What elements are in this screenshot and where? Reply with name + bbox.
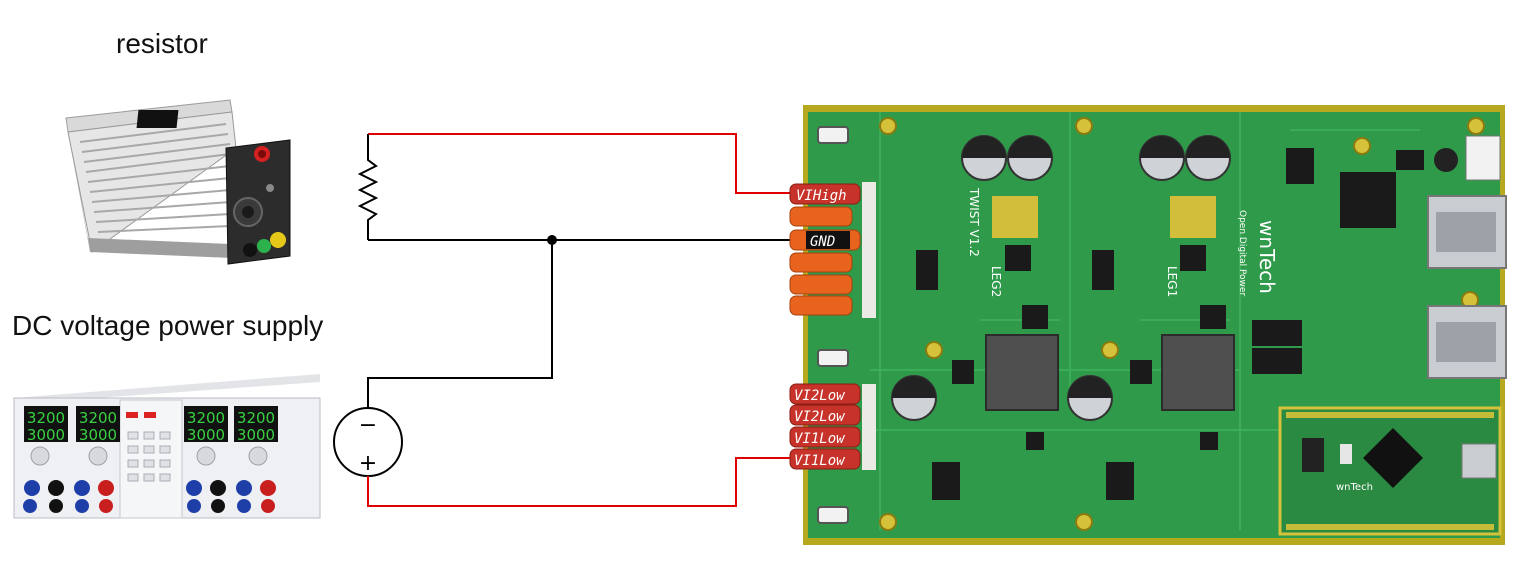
psu-display-4b: 3000 [237, 426, 275, 444]
source-plus: + [359, 451, 377, 476]
terminal-vi2low-a: VI2Low [794, 388, 845, 404]
psu-display-1b: 3000 [27, 426, 65, 444]
resistor-box [65, 99, 291, 265]
resistor-label: resistor [116, 28, 208, 59]
wire-gnd-source [367, 240, 553, 410]
terminal-vihigh: VIHigh [796, 188, 847, 204]
board-tagline: Open Digital Power [1237, 210, 1247, 296]
board-leg1: LEG1 [1165, 266, 1179, 297]
psu-display-3b: 3000 [187, 426, 225, 444]
terminal-gnd: GND [810, 234, 835, 250]
psu-display-3a: 3200 [187, 409, 225, 427]
board-version: TWIST V1.2 [967, 187, 981, 257]
pcb-board: VIHigh GND VI2Low VI2Low VI1Low VI1Low T… [789, 105, 1507, 545]
source-minus: − [359, 413, 377, 438]
psu-display-4a: 3200 [237, 409, 275, 427]
wire-vihigh [368, 133, 800, 194]
terminal-vi1low-a: VI1Low [794, 431, 845, 447]
board-leg2: LEG2 [989, 266, 1003, 297]
power-supply-label: DC voltage power supply [12, 310, 324, 341]
psu-display-2a: 3200 [79, 409, 117, 427]
psu-display-2b: 3000 [79, 426, 117, 444]
wire-vi1low [367, 457, 800, 507]
power-supply-unit: 3200 3000 3200 3000 3200 3000 3200 3000 [13, 374, 321, 519]
board-brand: wnTech [1255, 220, 1279, 294]
junction-dot [547, 235, 557, 245]
resistor-symbol [357, 134, 379, 240]
module-brand: wnTech [1336, 482, 1373, 493]
terminal-vi2low-b: VI2Low [794, 409, 845, 425]
terminal-vi1low-b: VI1Low [794, 453, 845, 469]
psu-display-1a: 3200 [27, 409, 65, 427]
